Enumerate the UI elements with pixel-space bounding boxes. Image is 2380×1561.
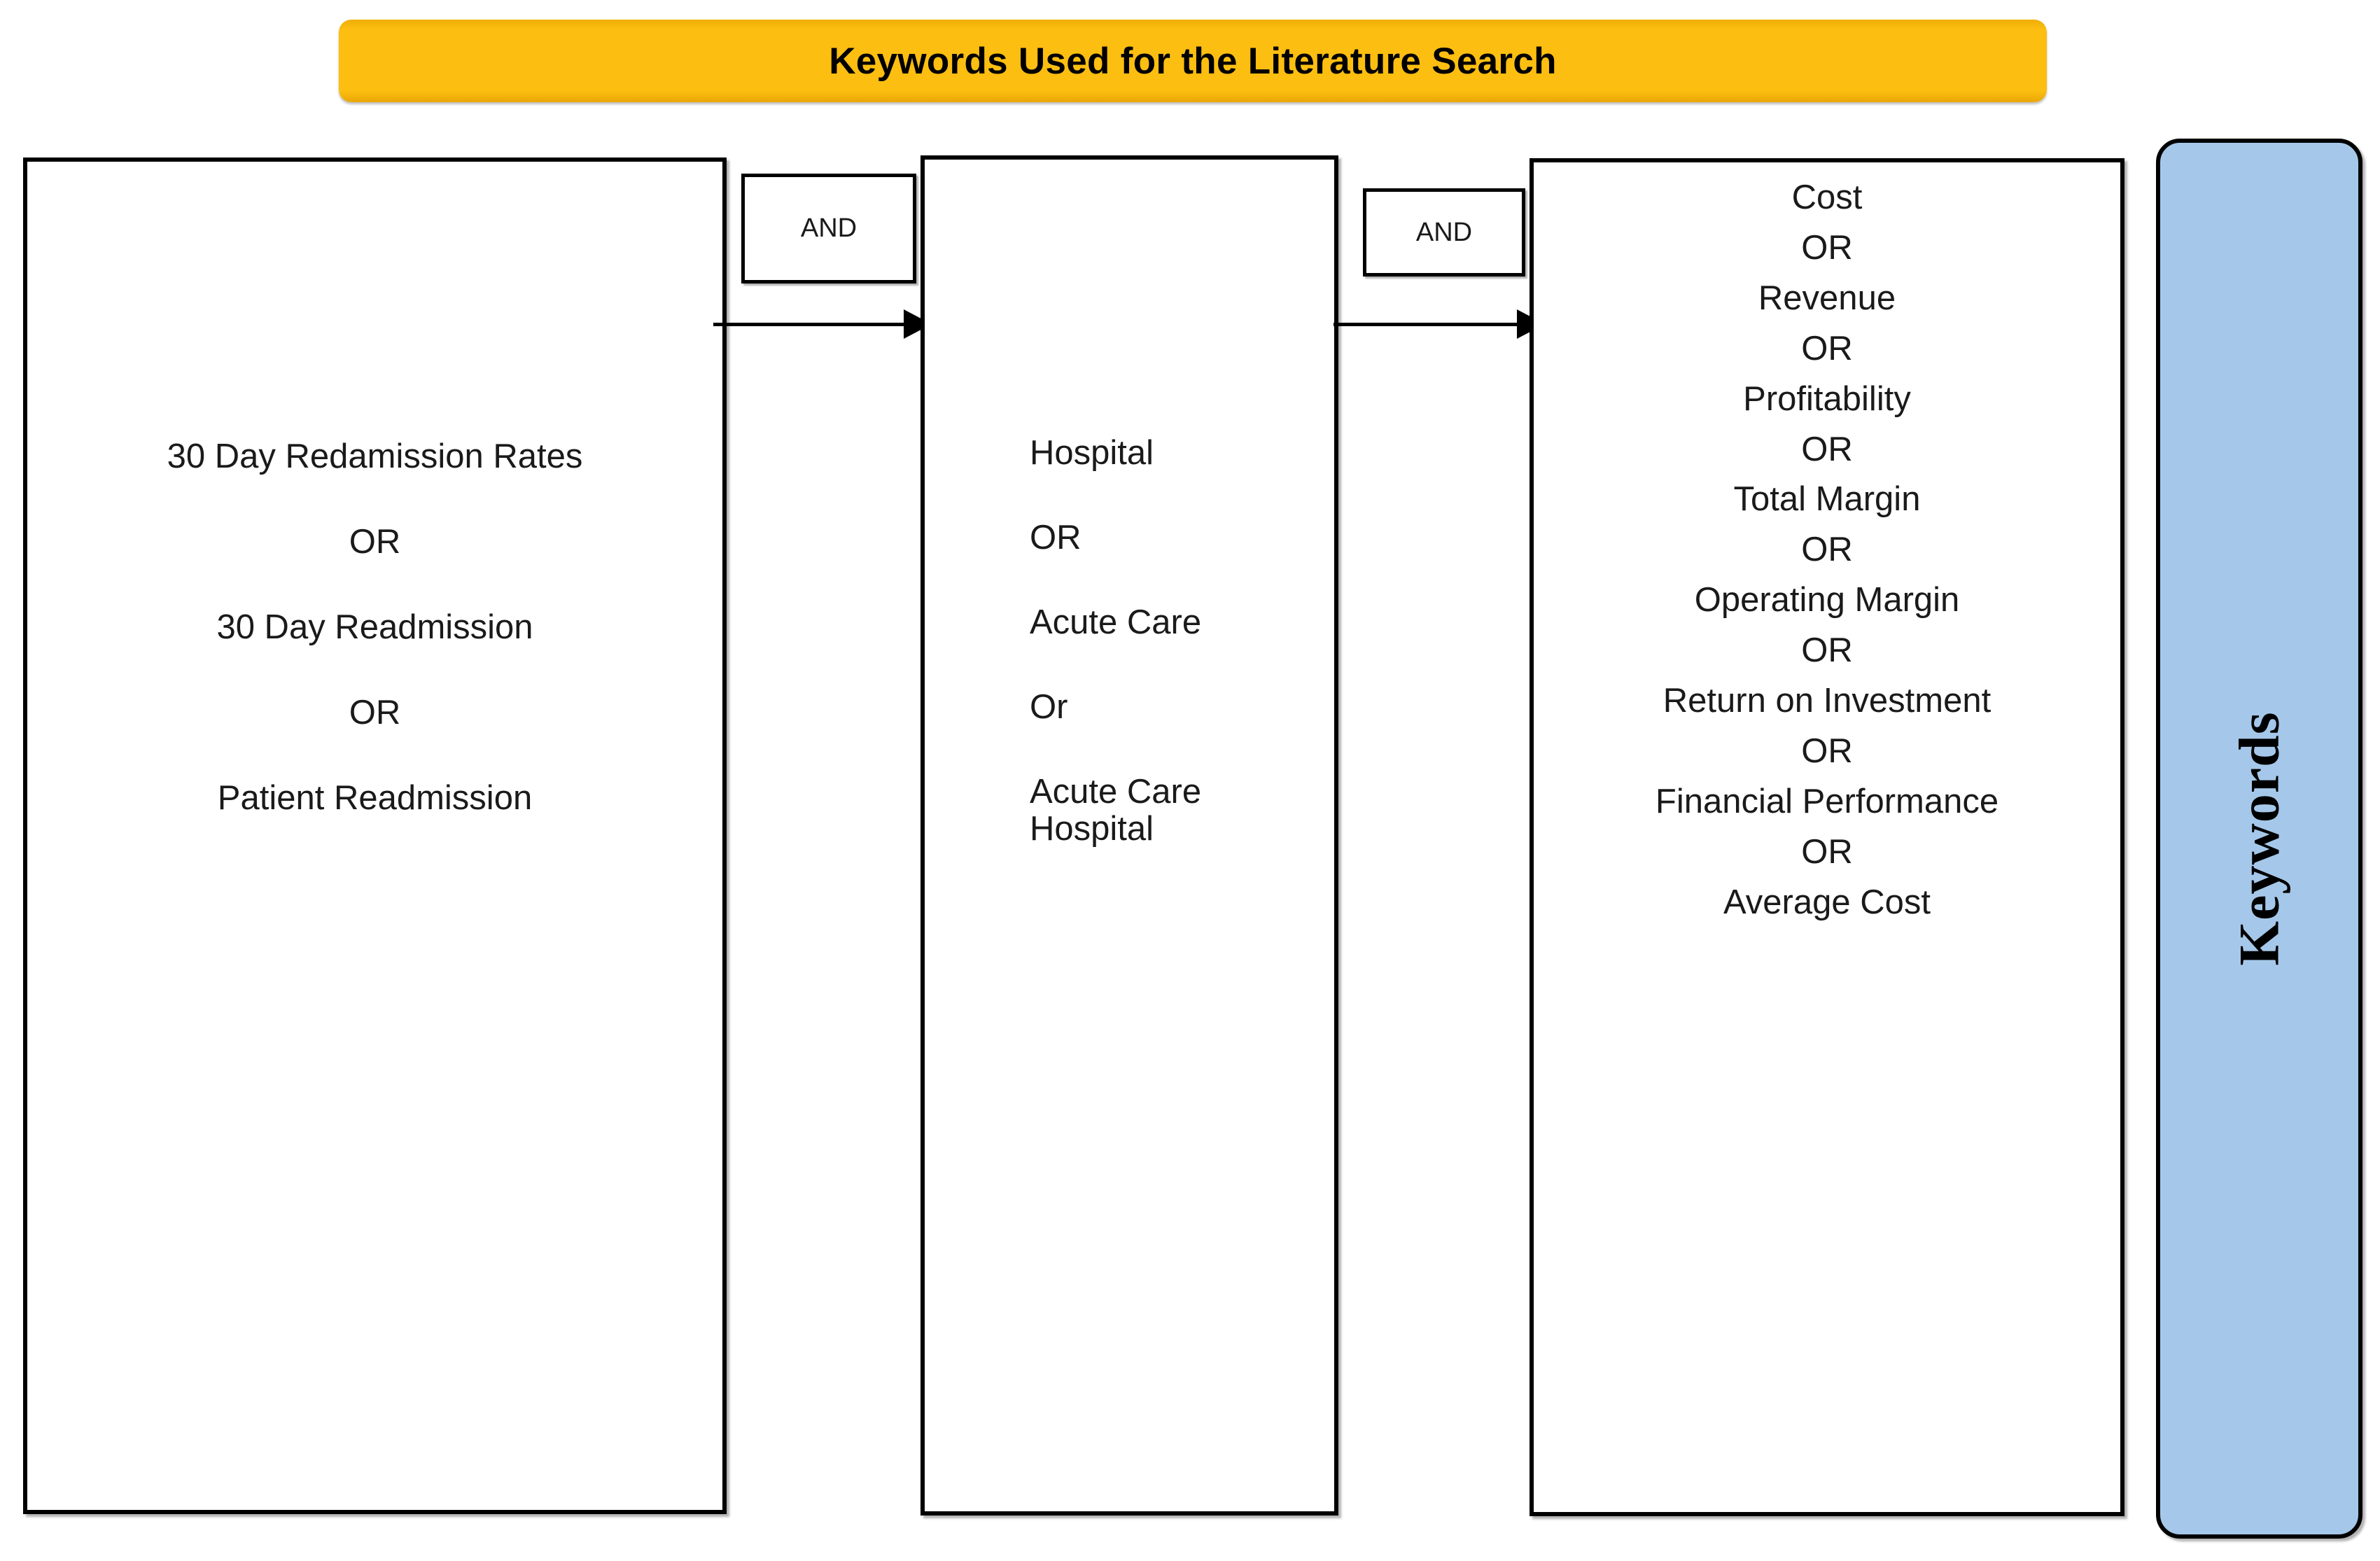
keyword-term: Acute Care Hospital bbox=[1030, 772, 1202, 848]
and-operator-box-1: AND bbox=[741, 174, 916, 284]
keyword-term: Average Cost bbox=[1723, 883, 1931, 921]
keyword-term: Patient Readmission bbox=[217, 778, 533, 817]
keyword-term: 30 Day Readmission bbox=[216, 608, 533, 646]
keyword-operator: OR bbox=[1801, 329, 1853, 368]
keyword-term: Acute Care bbox=[1030, 603, 1202, 641]
keyword-list-readmission: 30 Day Redamission Rates OR 30 Day Readm… bbox=[27, 438, 722, 817]
and-operator-label: AND bbox=[1415, 217, 1473, 247]
and-operator-box-2: AND bbox=[1363, 188, 1525, 276]
keyword-operator: OR bbox=[1801, 631, 1853, 670]
keyword-operator: OR bbox=[349, 693, 401, 732]
arrow-shaft bbox=[1334, 323, 1521, 326]
keyword-term: Profitability bbox=[1743, 379, 1911, 418]
keyword-operator: OR bbox=[1030, 518, 1082, 556]
keyword-list-financial: Cost OR Revenue OR Profitability OR Tota… bbox=[1534, 179, 2120, 921]
keyword-operator: OR bbox=[1801, 732, 1853, 770]
keyword-term: Total Margin bbox=[1733, 480, 1921, 519]
keyword-operator: OR bbox=[1801, 832, 1853, 871]
page-title: Keywords Used for the Literature Search bbox=[829, 40, 1557, 82]
keyword-operator: OR bbox=[1801, 531, 1853, 569]
keyword-operator: OR bbox=[1801, 430, 1853, 468]
arrow-setting-to-financial bbox=[1334, 309, 1545, 339]
keyword-box-financial: Cost OR Revenue OR Profitability OR Tota… bbox=[1530, 158, 2124, 1516]
keyword-operator: OR bbox=[349, 522, 401, 561]
keyword-operator: Or bbox=[1030, 687, 1068, 726]
page-title-banner: Keywords Used for the Literature Search bbox=[339, 20, 2047, 102]
keyword-term: Return on Investment bbox=[1662, 682, 1991, 720]
keyword-term: Hospital bbox=[1030, 434, 1154, 472]
keyword-box-readmission: 30 Day Redamission Rates OR 30 Day Readm… bbox=[23, 158, 727, 1514]
and-operator-label: AND bbox=[800, 214, 858, 243]
keyword-term: 30 Day Redamission Rates bbox=[167, 438, 583, 475]
arrow-readmission-to-setting bbox=[713, 309, 932, 339]
arrow-shaft bbox=[713, 323, 908, 326]
keywords-side-label: Keywords bbox=[2227, 711, 2291, 966]
keyword-term: Financial Performance bbox=[1655, 782, 1999, 820]
keyword-list-setting: Hospital OR Acute Care Or Acute Care Hos… bbox=[925, 435, 1334, 847]
keyword-term: Operating Margin bbox=[1694, 581, 1960, 620]
keyword-box-setting: Hospital OR Acute Care Or Acute Care Hos… bbox=[920, 155, 1338, 1516]
keyword-operator: OR bbox=[1801, 228, 1853, 267]
keyword-term: Revenue bbox=[1758, 279, 1896, 317]
keyword-term: Cost bbox=[1791, 178, 1863, 216]
keywords-side-panel: Keywords bbox=[2156, 139, 2362, 1539]
